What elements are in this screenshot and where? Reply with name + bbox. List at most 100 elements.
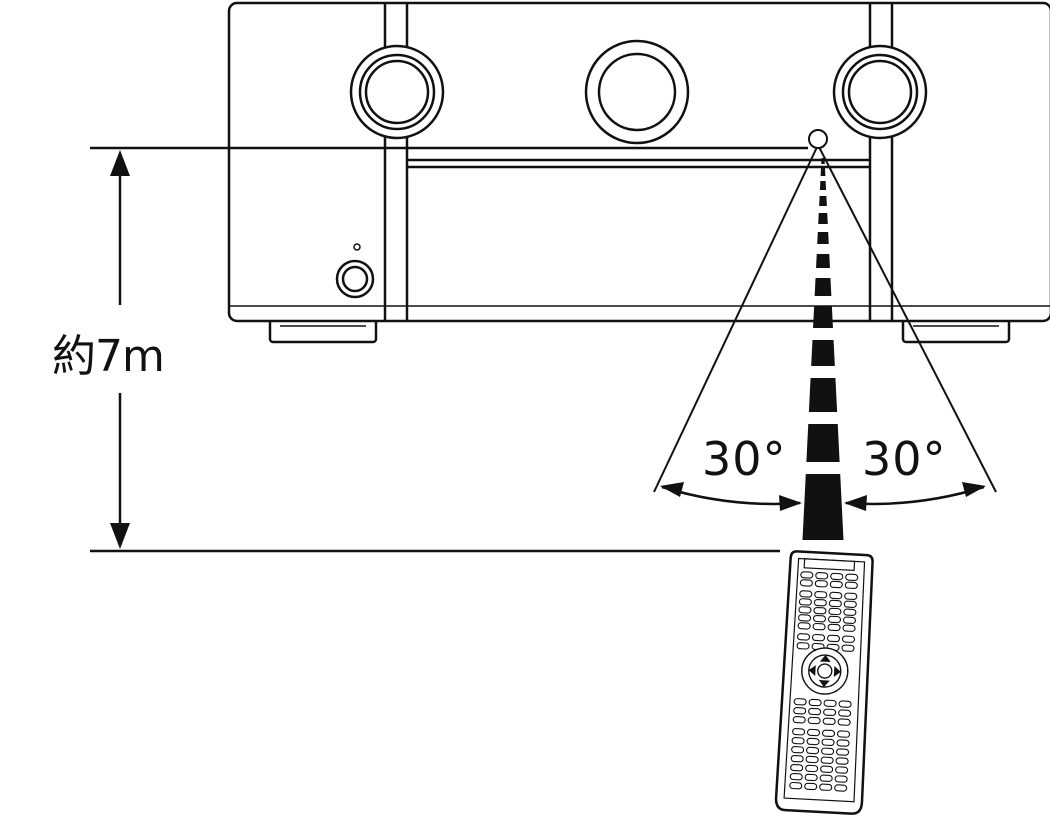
ir-beam-segment <box>819 196 827 206</box>
receiver-front-icon <box>227 1 1050 344</box>
distance-label: 約7m <box>52 331 165 382</box>
angle-arc-left <box>660 482 802 511</box>
remote-button <box>838 709 852 717</box>
remote-button <box>814 580 828 588</box>
ir-beam-segment <box>821 158 825 164</box>
angle-right-label: 30° <box>862 432 947 486</box>
remote-button <box>815 572 829 580</box>
remote-button <box>834 784 848 792</box>
ir-beam-segment <box>802 474 844 540</box>
remote-button <box>822 717 836 726</box>
remote-button <box>805 764 819 773</box>
remote-button <box>791 737 805 745</box>
power-button-icon <box>335 243 375 299</box>
remote-button <box>837 718 851 726</box>
angle-arc-right <box>844 482 986 511</box>
ir-beam <box>802 158 844 540</box>
remote-button <box>807 716 821 725</box>
remote-button <box>835 757 849 765</box>
remote-button <box>845 573 859 582</box>
remote-button <box>843 600 857 608</box>
remote-button <box>821 747 835 755</box>
remote-button <box>820 765 834 773</box>
remote-button <box>829 591 843 600</box>
remote-button <box>806 746 820 755</box>
remote-button <box>828 607 842 616</box>
remote-button <box>842 624 856 632</box>
remote-button <box>789 772 803 781</box>
remote-button <box>806 737 820 746</box>
remote-button <box>790 754 804 763</box>
remote-button <box>844 592 858 600</box>
remote-button <box>813 606 827 615</box>
remote-button <box>799 579 813 587</box>
ir-beam-segment <box>806 424 840 462</box>
remote-button <box>808 707 822 716</box>
ir-beam-segment <box>819 181 827 190</box>
remote-button <box>828 599 842 608</box>
remote-button <box>836 748 850 756</box>
remote-button <box>799 590 813 598</box>
remote-button <box>812 622 826 631</box>
ir-beam-segment <box>818 213 828 224</box>
remote-button <box>823 708 837 717</box>
remote-button <box>798 598 812 606</box>
remote-button <box>793 698 807 706</box>
remote-button <box>811 633 826 642</box>
remote-button <box>789 781 803 790</box>
remote-button <box>838 700 852 708</box>
remote-button <box>792 728 806 736</box>
remote-button <box>829 580 843 589</box>
remote-button <box>804 773 818 782</box>
remote-button <box>820 756 834 764</box>
ir-beam-segment <box>811 340 835 366</box>
remote-button <box>827 623 841 632</box>
ir-beam-segment <box>813 306 833 328</box>
remote-button <box>813 598 827 607</box>
remote-button <box>821 729 836 738</box>
remote-button <box>819 783 833 791</box>
remote-button <box>830 572 844 581</box>
remote-button <box>804 782 818 791</box>
knob-center-icon <box>584 39 690 145</box>
remote-button <box>823 699 837 708</box>
remote-button <box>836 730 851 738</box>
remote-button <box>791 746 805 754</box>
remote-button <box>834 775 848 783</box>
remote-button <box>805 755 819 764</box>
ir-beam-segment <box>816 254 830 268</box>
remote-button <box>796 642 810 650</box>
remote-button <box>836 739 850 747</box>
reception-cone <box>653 144 997 493</box>
remote-button <box>797 622 811 630</box>
angle-left-label: 30° <box>702 432 787 486</box>
remote-button <box>814 590 828 599</box>
ir-beam-segment <box>820 168 826 176</box>
remote-dpad-icon <box>801 647 849 695</box>
remote-button <box>808 698 822 707</box>
remote-button <box>796 633 811 641</box>
remote-button <box>800 571 814 579</box>
knob-right-icon <box>832 44 928 140</box>
remote-sensor-icon <box>808 129 828 149</box>
remote-button <box>797 614 812 622</box>
knob-left-icon <box>349 44 445 140</box>
remote-button <box>812 614 827 623</box>
remote-button <box>842 616 857 624</box>
remote-button <box>844 581 858 589</box>
remote-button <box>793 707 807 715</box>
remote-button <box>790 763 804 772</box>
remote-button <box>827 615 842 624</box>
ir-beam-segment <box>814 278 832 296</box>
remote-button <box>792 716 806 724</box>
distance-arrow <box>110 150 130 549</box>
remote-control-icon <box>774 550 874 815</box>
remote-button <box>798 606 812 614</box>
remote-button <box>807 728 821 737</box>
ir-beam-segment <box>817 232 829 244</box>
ir-beam-segment <box>808 378 838 412</box>
remote-button <box>841 635 856 643</box>
remote-button <box>843 608 857 616</box>
remote-button <box>835 766 849 774</box>
